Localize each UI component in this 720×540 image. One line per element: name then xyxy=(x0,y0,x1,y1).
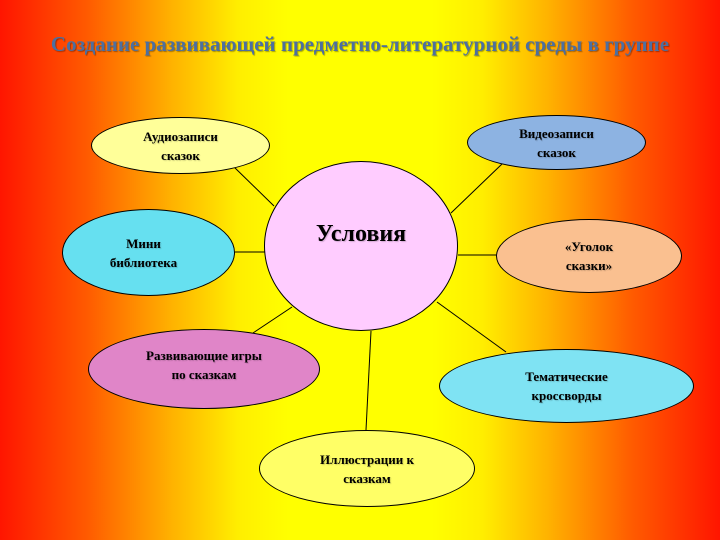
center-node-conditions: Условия xyxy=(264,161,458,331)
node-illustrations: Иллюстрации к сказкам xyxy=(259,430,475,507)
connector-audio xyxy=(232,165,275,207)
connector-video xyxy=(450,163,503,214)
connector-illustrations xyxy=(365,330,372,431)
node-audio-recordings: Аудиозаписи сказок xyxy=(91,117,270,174)
node-fairy-tale-corner: «Уголок сказки» xyxy=(496,219,682,293)
node-mini-library: Мини библиотека xyxy=(62,209,235,296)
connector-games xyxy=(252,306,293,334)
connector-crosswords xyxy=(436,301,507,353)
node-educational-games: Развивающие игры по сказкам xyxy=(88,329,320,409)
node-video-recordings: Видеозаписи сказок xyxy=(467,115,646,170)
slide-title: Создание развивающей предметно-литератур… xyxy=(50,32,670,56)
node-thematic-crosswords: Тематические кроссворды xyxy=(439,349,694,423)
